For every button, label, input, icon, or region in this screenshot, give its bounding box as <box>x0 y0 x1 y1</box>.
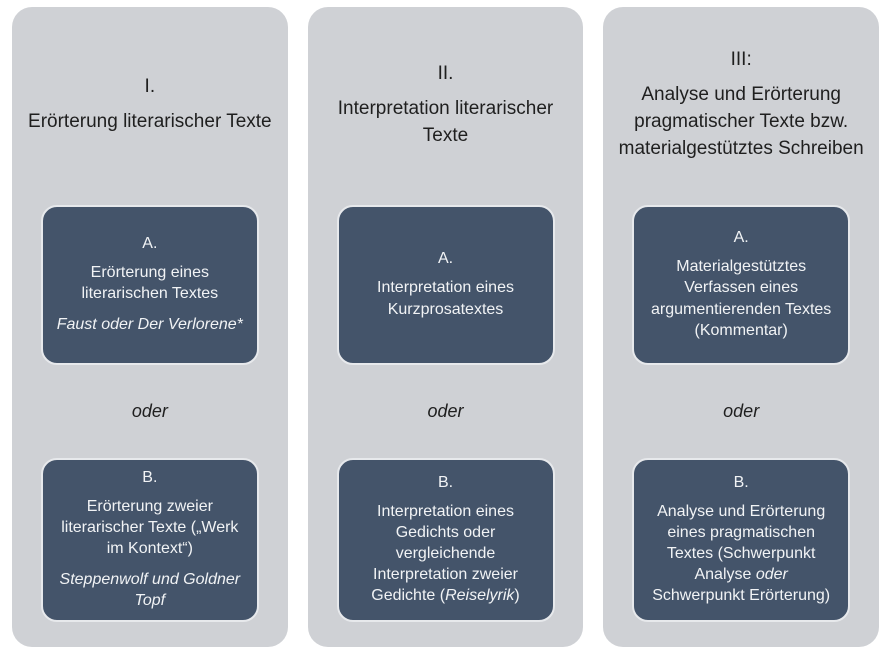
task-box-label: B. <box>142 469 158 487</box>
task-box-text: Interpretation eines Gedichts oder vergl… <box>371 502 520 605</box>
column-1-numeral: I. <box>144 76 156 98</box>
column-1-task-box-b: B. Erörterung zweier literarischer Texte… <box>40 458 259 622</box>
column-3-task-box-b: B. Analyse und Erörterung eines pragmati… <box>632 458 851 622</box>
task-box-text: Materialgestütztes Verfassen eines argum… <box>651 258 832 339</box>
task-box-text: Erörterung eines literarischen Textes <box>81 264 219 303</box>
or-separator: oder <box>427 401 464 421</box>
column-2: II. Interpretation literarischer Texte A… <box>307 7 584 647</box>
task-box-label: A. <box>142 235 158 253</box>
task-box-label: B. <box>437 473 454 491</box>
column-1: I. Erörterung literarischer Texte A. Erö… <box>12 7 288 647</box>
column-1-header: I. Erörterung literarischer Texte <box>28 7 272 205</box>
column-2-numeral: II. <box>437 62 454 84</box>
column-2-header: II. Interpretation literarischer Texte <box>320 7 572 205</box>
task-box-text: Interpretation eines Kurzprosatextes <box>377 279 514 318</box>
column-3-numeral: III: <box>730 49 752 71</box>
task-box-text: Erörterung zweier literarischer Texte („… <box>61 498 239 558</box>
column-3-task-box-a: A. Materialgestütztes Verfassen eines ar… <box>632 205 851 365</box>
column-2-task-box-a: A. Interpretation eines Kurzprosatextes <box>336 205 555 365</box>
column-2-title: Interpretation literarischer Texte <box>337 97 554 146</box>
column-3: III: Analyse und Erörterung pragmatische… <box>603 7 880 647</box>
or-separator: oder <box>131 401 168 421</box>
column-3-header: III: Analyse und Erörterung pragmatische… <box>615 7 867 205</box>
task-box-work-title: Faust oder Der Verlorene* <box>56 315 243 333</box>
task-box-label: A. <box>437 250 454 268</box>
column-3-title: Analyse und Erörterung pragmatischer Tex… <box>618 84 864 159</box>
column-2-task-box-b: B. Interpretation eines Gedichts oder ve… <box>336 458 555 622</box>
task-box-label: A. <box>733 229 749 247</box>
column-1-title: Erörterung literarischer Texte <box>28 111 272 133</box>
task-box-text: Analyse und Erörterung eines pragmatisch… <box>652 502 831 605</box>
task-box-work-title: Steppenwolf und Goldner Topf <box>59 570 241 609</box>
task-box-label: B. <box>733 473 749 491</box>
column-1-task-box-a: A. Erörterung eines literarischen Textes… <box>40 205 259 365</box>
or-separator: oder <box>723 401 760 421</box>
